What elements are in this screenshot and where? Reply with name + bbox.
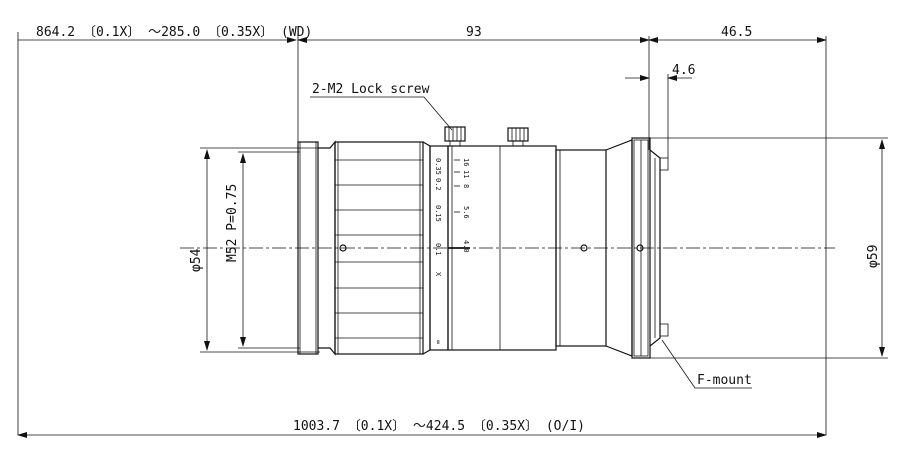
- dimension-body-length: 93: [297, 25, 650, 43]
- lens-body: [297, 137, 669, 359]
- aperture-mark-2: 8: [462, 184, 470, 188]
- total-length-label: 1003.7 〔0.1X〕 ～424.5 〔0.35X〕 (O/I): [293, 419, 585, 434]
- dimension-total-length: 1003.7 〔0.1X〕 ～424.5 〔0.35X〕 (O/I): [17, 419, 827, 438]
- lock-screw-label: 2-M2 Lock screw: [312, 82, 430, 97]
- filter-thread-label: M52 P=0.75: [225, 184, 240, 262]
- aperture-mark-4: 4.0: [462, 240, 470, 253]
- mag-mark-0: 0.35: [434, 158, 442, 175]
- knurled-screw-icon: [507, 127, 529, 147]
- focus-ring: [334, 141, 424, 355]
- flange-offset-label: 4.6: [672, 63, 695, 78]
- front-diameter-label: φ54: [189, 248, 204, 272]
- aperture-scale: 16 11 8 5.6 4.0: [448, 158, 470, 253]
- dimension-filter-thread: M52 P=0.75: [225, 153, 246, 347]
- flange-length-label: 46.5: [721, 25, 752, 40]
- mag-mark-1: 0.2: [434, 178, 442, 191]
- aperture-mark-1: 11: [462, 170, 470, 178]
- extension-lines: [17, 32, 888, 435]
- body-length-label: 93: [466, 25, 482, 40]
- callout-lock-screw: 2-M2 Lock screw: [310, 82, 453, 131]
- magnification-scale: 0.35 0.2 0.15 0.1 X ∞: [434, 158, 442, 344]
- aperture-mark-0: 16: [462, 158, 470, 166]
- dimension-flange-length: 46.5: [648, 25, 827, 43]
- mag-mark-2: 0.15: [434, 205, 442, 222]
- dimension-front-diameter: φ54: [189, 149, 210, 351]
- knurled-screw-icon: [444, 126, 466, 147]
- mag-mark-3: 0.1: [434, 243, 442, 256]
- aperture-mark-3: 5.6: [462, 206, 470, 219]
- mount-diameter-label: φ59: [866, 245, 881, 268]
- mag-mark-4: X: [434, 272, 442, 277]
- wd-label: 864.2 〔0.1X〕 ～285.0 〔0.35X〕 (WD): [36, 25, 312, 40]
- dimension-flange-offset: 4.6: [625, 63, 695, 81]
- infinity-mark: ∞: [434, 340, 442, 344]
- mount-label: F-mount: [697, 373, 752, 388]
- dimension-wd: 864.2 〔0.1X〕 ～285.0 〔0.35X〕 (WD): [18, 25, 312, 43]
- callout-mount: F-mount: [661, 339, 752, 389]
- dimension-mount-diameter: φ59: [866, 139, 885, 357]
